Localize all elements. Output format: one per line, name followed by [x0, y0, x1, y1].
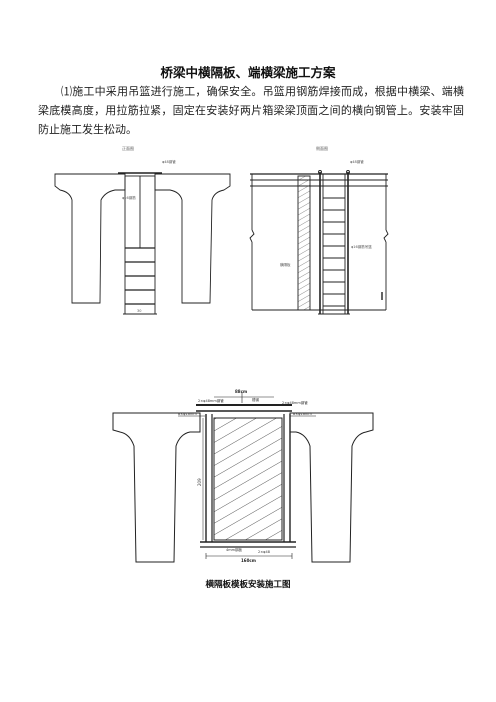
fig3-dim-height: 209 [197, 478, 202, 486]
diaphragm-concrete [213, 417, 283, 541]
right-box-girder [154, 173, 231, 304]
fig3-label-right-pipe: 2×φ48mm钢管 [282, 400, 308, 405]
hanging-basket-side [322, 173, 346, 315]
figure-side-view [249, 170, 389, 315]
fig3-label-left-pipe: 2×φ48mm钢管 [198, 398, 224, 403]
fig3-label-bottom-right: 2×φ48 [258, 550, 270, 554]
fig2-label-left: 横隔板 [280, 262, 291, 267]
figure-formwork [112, 392, 374, 563]
fig1-label-bottom: 30 [137, 309, 141, 313]
fig2-label-right: φ16钢筋吊篮 [351, 244, 372, 249]
figure-front-view [54, 172, 231, 315]
left-box-girder [54, 173, 126, 304]
fig1-label-top: 正面图 [122, 145, 134, 151]
fig3-label-left-bolt: 8×φ16mm [178, 412, 197, 416]
document-title: 桥梁中横隔板、端横梁施工方案 [160, 65, 336, 80]
diaphragm-side [297, 175, 311, 311]
right-girder-3 [289, 412, 374, 563]
fig3-dim-bottom: 160cm [241, 558, 256, 563]
fig3-dim-top: 88cm [235, 389, 247, 394]
fig2-label-top: 侧面图 [316, 145, 328, 151]
fig3-label-steel: 槽钢 [252, 397, 260, 402]
left-girder-3 [112, 412, 201, 563]
fig1-label-top-right: φ48钢管 [162, 159, 176, 164]
fig3-label-bottom-left: 4mm钢板 [226, 547, 243, 552]
fig2-label-top-right: φ48钢管 [350, 159, 364, 164]
figure-caption: 横隔板模板安装施工图 [205, 580, 291, 590]
fig3-label-right-bolt: 8×φ16mm [293, 412, 312, 416]
construction-paragraph: ⑴施工中采用吊篮进行施工，确保安全。吊篮用钢筋焊接而成，根据中横梁、端横梁底模高… [38, 85, 464, 136]
fig1-label-mid: φ16钢筋 [122, 195, 136, 200]
